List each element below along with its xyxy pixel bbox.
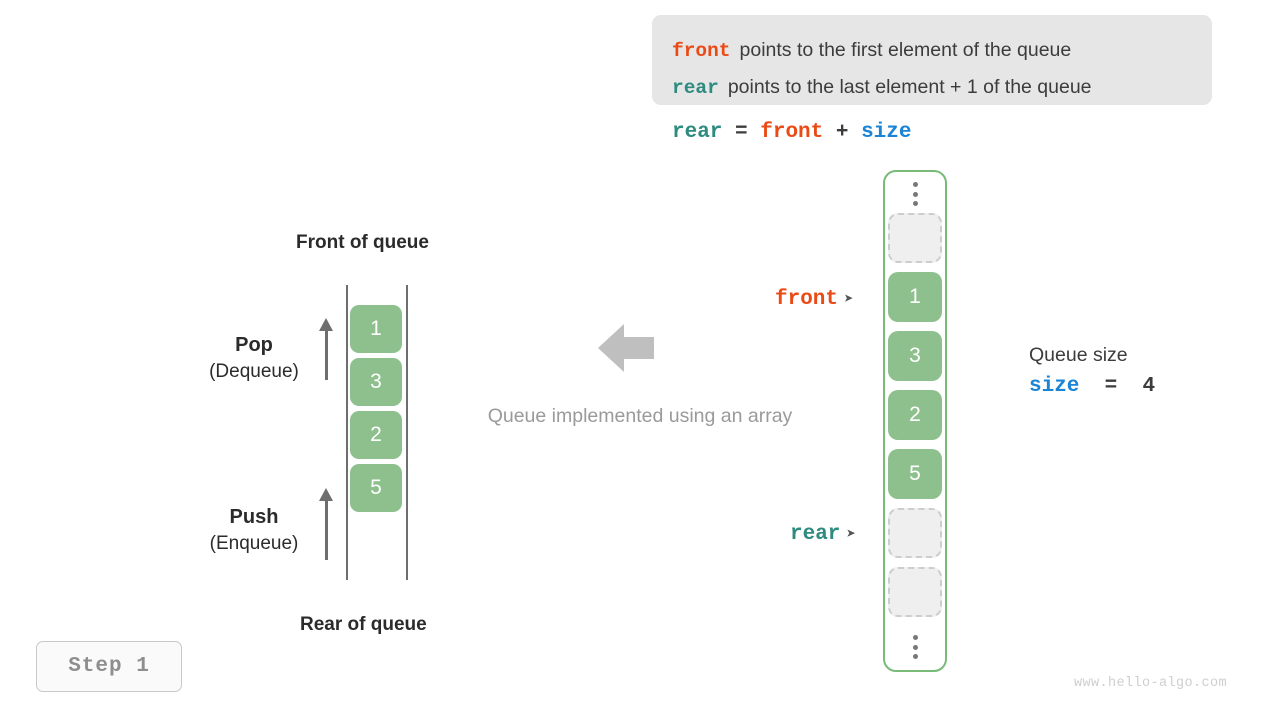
queue-rail-left (346, 285, 348, 580)
legend-panel: front points to the first element of the … (652, 15, 1212, 105)
array-slot-filled: 1 (888, 272, 942, 322)
pointer-arrow-icon: ➤ (844, 291, 854, 309)
pop-operation-label: Pop (Dequeue) (184, 334, 324, 383)
push-subtitle: (Enqueue) (209, 533, 299, 554)
step-badge: Step 1 (36, 641, 182, 692)
arrow-up-pop-icon (318, 318, 334, 380)
arrow-up-push-icon (318, 488, 334, 560)
queue-cell: 5 (350, 464, 402, 512)
queue-cell: 2 (350, 411, 402, 459)
array-slot-filled: 5 (888, 449, 942, 499)
formula-rhs-size: size (861, 121, 912, 144)
front-pointer-text: front (775, 288, 839, 311)
formula-lhs-rear: rear (672, 121, 723, 144)
array-slot-empty (888, 213, 942, 263)
formula-equals: = (722, 121, 761, 144)
front-pointer-label: front ➤ (775, 288, 854, 311)
vertical-ellipsis-icon (909, 635, 921, 659)
arrow-left-icon (598, 322, 654, 374)
queue-cell: 1 (350, 305, 402, 353)
array-slot-empty (888, 567, 942, 617)
formula-plus: + (823, 121, 862, 144)
legend-row-front: front points to the first element of the … (672, 39, 1072, 62)
rear-pointer-label: rear ➤ (790, 523, 856, 546)
array-slot-empty (888, 508, 942, 558)
pointer-arrow-icon: ➤ (846, 526, 857, 544)
size-equals: = (1079, 375, 1143, 398)
size-value: 4 (1142, 375, 1156, 398)
watermark: www.hello-algo.com (1074, 676, 1228, 691)
legend-keyword-rear: rear (672, 77, 719, 99)
queue-size-title: Queue size (1029, 344, 1128, 366)
formula-rhs-front: front (760, 121, 824, 144)
queue-rail-right (406, 285, 408, 580)
pop-subtitle: (Dequeue) (209, 361, 299, 382)
push-operation-label: Push (Enqueue) (184, 506, 324, 555)
legend-keyword-front: front (672, 40, 731, 62)
queue-size-expression: size = 4 (1029, 376, 1155, 397)
legend-row-rear: rear points to the last element + 1 of th… (672, 76, 1092, 99)
formula-rear-equals-front-plus-size: rear = front + size (672, 122, 911, 143)
vertical-ellipsis-icon (909, 182, 921, 206)
front-of-queue-label: Front of queue (296, 232, 429, 253)
legend-text-rear: points to the last element + 1 of the qu… (727, 76, 1092, 98)
pop-title: Pop (235, 334, 273, 356)
legend-text-front: points to the first element of the queue (739, 39, 1072, 61)
rear-of-queue-label: Rear of queue (300, 614, 427, 635)
diagram-caption: Queue implemented using an array (487, 405, 793, 427)
push-title: Push (229, 506, 279, 528)
size-keyword: size (1029, 375, 1080, 398)
queue-cell: 3 (350, 358, 402, 406)
rear-pointer-text: rear (790, 523, 841, 546)
array-slot-filled: 3 (888, 331, 942, 381)
array-slot-filled: 2 (888, 390, 942, 440)
queue-size-block: Queue size size = 4 (1029, 344, 1155, 397)
